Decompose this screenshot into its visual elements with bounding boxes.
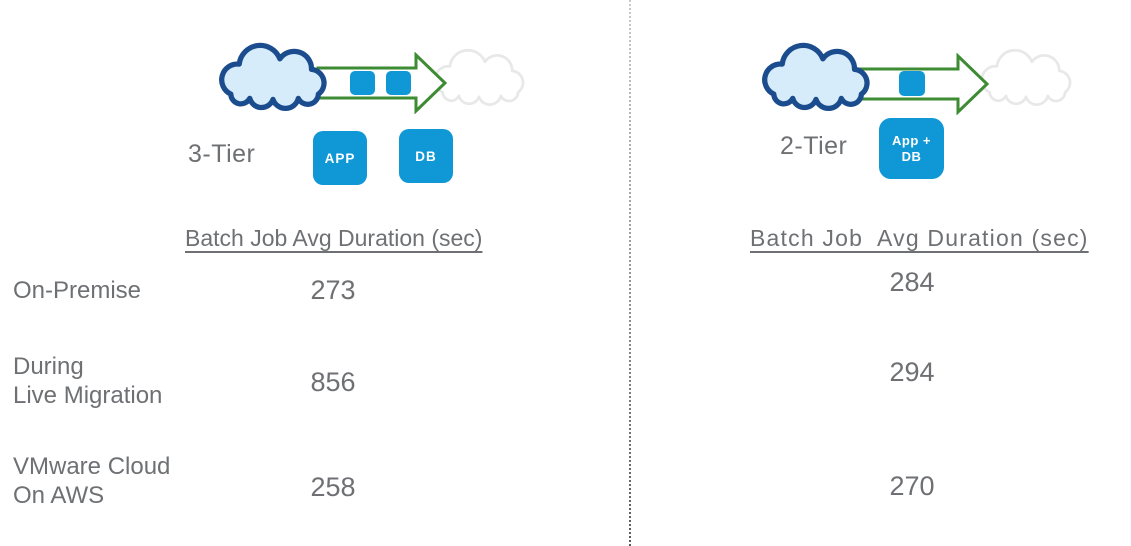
vm-block-icon xyxy=(386,71,411,95)
cloud-outline-icon xyxy=(433,48,525,106)
vm-block-icon xyxy=(350,71,375,95)
app-block: APP xyxy=(313,131,367,185)
tier-label-3-tier: 3-Tier xyxy=(188,140,256,168)
row-label-vmware-cloud-aws: VMware Cloud On AWS xyxy=(13,452,170,510)
app-db-combined-block: App + DB xyxy=(879,118,944,179)
value-2tier-during-migration: 294 xyxy=(889,357,935,387)
arrow-right-icon xyxy=(858,53,990,115)
app-block-label: APP xyxy=(324,150,356,166)
cloud-outline-icon xyxy=(980,48,1072,106)
app-db-block-label-line: DB xyxy=(901,148,922,164)
tier-label-2-tier: 2-Tier xyxy=(780,132,848,160)
app-db-block-label-line: App + xyxy=(892,132,931,148)
table-header-2-tier: Batch Job Avg Duration (sec) xyxy=(750,225,1089,251)
row-label-line: Live Migration xyxy=(13,382,163,409)
vm-block-icon xyxy=(899,71,925,96)
row-label-line: On AWS xyxy=(13,482,105,509)
row-label-during-live-migration: During Live Migration xyxy=(13,352,162,410)
row-label-line: During xyxy=(13,353,84,380)
value-3tier-during-migration: 856 xyxy=(310,367,356,397)
row-label-line: On-Premise xyxy=(13,277,142,304)
table-header-3-tier: Batch Job Avg Duration (sec) xyxy=(185,225,483,251)
db-block-label: DB xyxy=(415,148,437,164)
row-label-line: VMware Cloud xyxy=(13,453,171,480)
value-2tier-on-premise: 284 xyxy=(889,267,935,297)
arrow-right-icon xyxy=(316,52,448,114)
value-3tier-on-premise: 273 xyxy=(310,275,356,305)
value-2tier-vmware-cloud: 270 xyxy=(889,471,935,501)
value-3tier-vmware-cloud: 258 xyxy=(310,472,356,502)
cloud-filled-icon xyxy=(219,42,327,112)
cloud-filled-icon xyxy=(762,42,870,112)
row-label-on-premise: On-Premise xyxy=(13,276,141,305)
panel-divider xyxy=(629,0,631,546)
db-block: DB xyxy=(399,129,453,183)
